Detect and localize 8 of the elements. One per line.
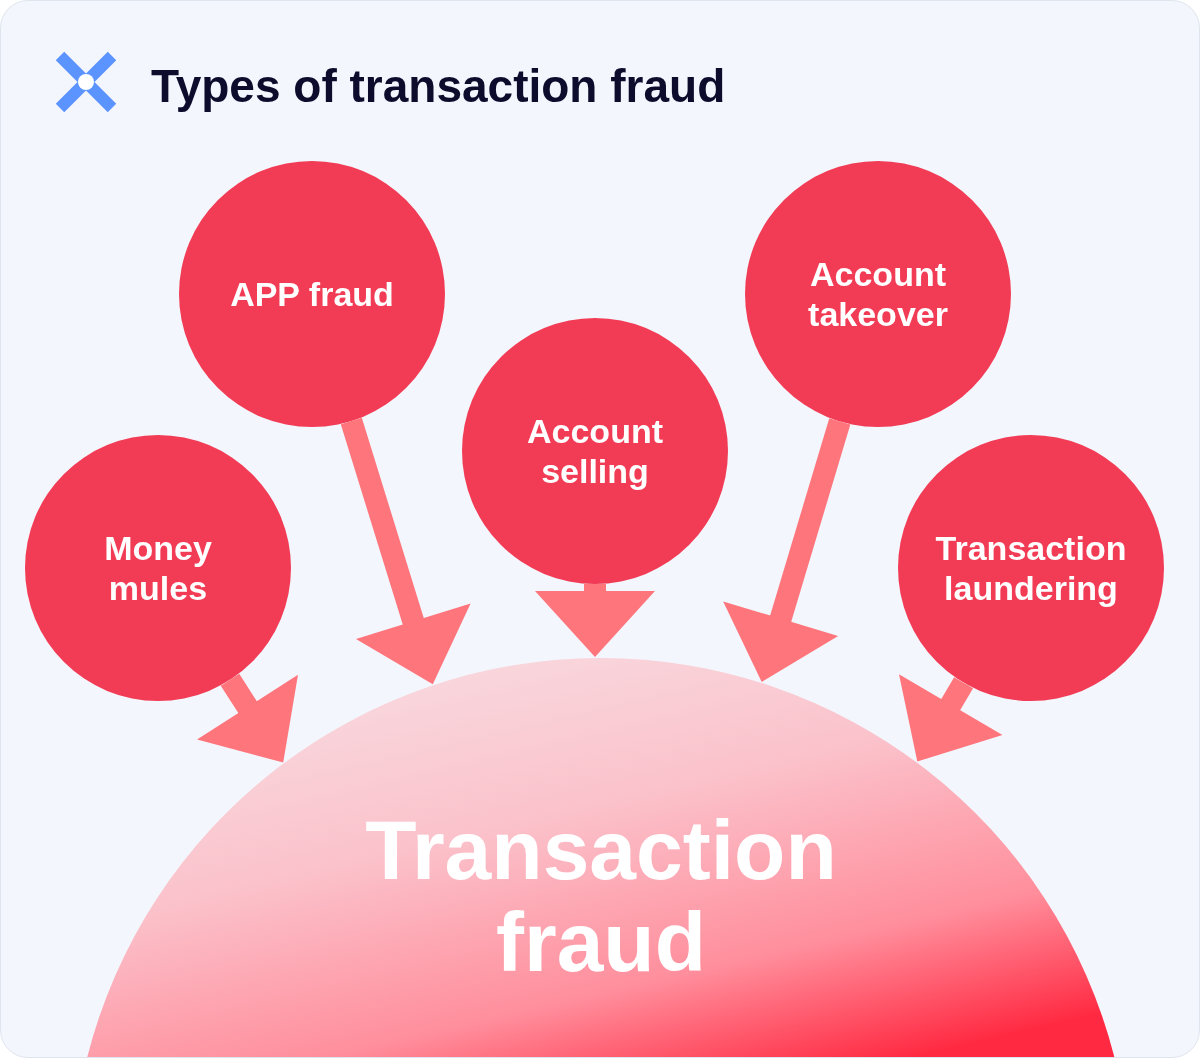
- title: Types of transaction fraud: [151, 59, 726, 114]
- node-label: Transaction laundering: [934, 528, 1128, 608]
- node-label: Account selling: [526, 411, 664, 491]
- arrow: [535, 584, 655, 657]
- node-label: Transaction fraud: [364, 804, 838, 988]
- node-label: Money mules: [103, 528, 213, 608]
- node-label: APP fraud: [229, 274, 395, 314]
- node-label: Account takeover: [807, 254, 949, 334]
